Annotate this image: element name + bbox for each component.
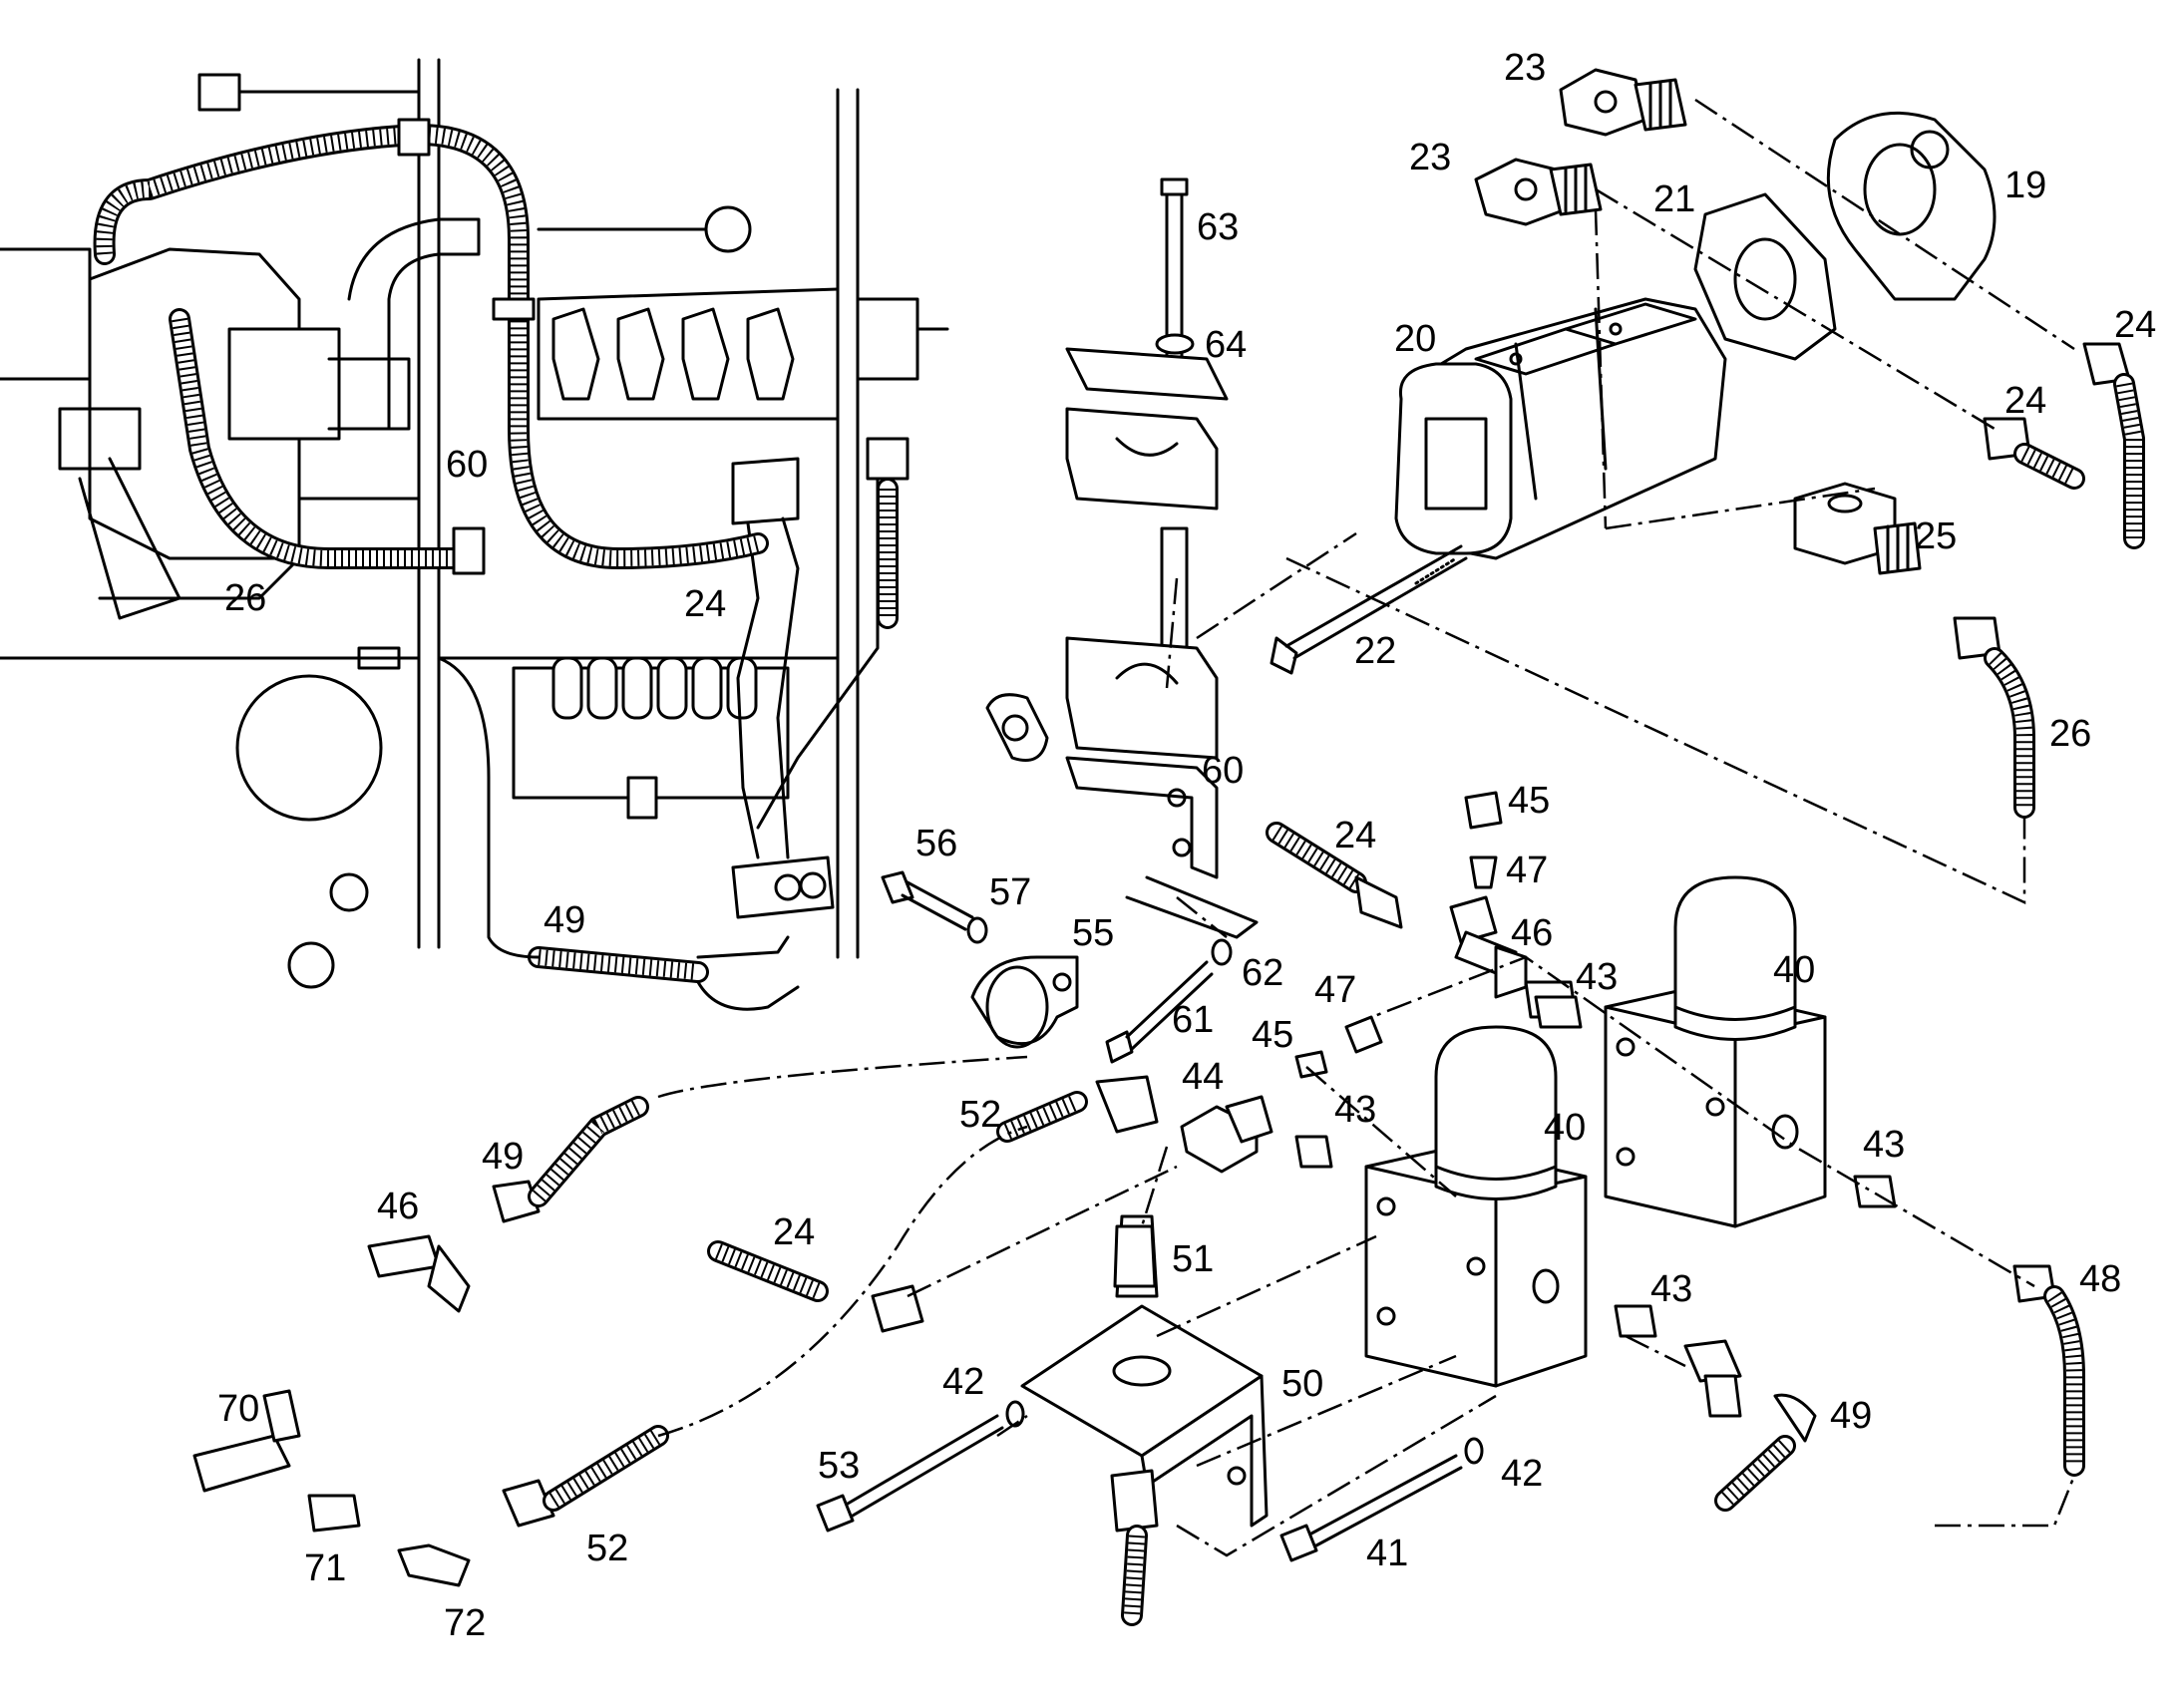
- callout-49-engine: 49: [544, 899, 585, 941]
- callout-57: 57: [989, 871, 1031, 913]
- callout-26-left: 26: [224, 577, 266, 619]
- injectors: [551, 307, 795, 401]
- callout-25: 25: [1915, 515, 1957, 557]
- callout-60-left: 60: [446, 444, 488, 486]
- callout-49-lower-right: 49: [1830, 1395, 1872, 1437]
- hose-52-lower: [502, 1425, 669, 1528]
- callout-24-top-right: 24: [2114, 304, 2156, 346]
- callout-61: 61: [1172, 999, 1214, 1041]
- callout-60-right: 60: [1202, 750, 1244, 792]
- hose-48: [2012, 1264, 2085, 1477]
- bolt-56: [881, 870, 988, 944]
- assembly-lines: [657, 98, 2076, 1557]
- clamp-stack: [985, 177, 1259, 939]
- callout-labels: 23 23 19 21 20 24 24 25 26 22 63 64 60 6…: [217, 47, 2156, 1644]
- hose-24-mid: [1266, 822, 1403, 929]
- callout-50: 50: [1281, 1363, 1323, 1405]
- callout-70: 70: [217, 1388, 259, 1430]
- callout-24-mid: 24: [1334, 815, 1376, 856]
- bolt-22: [1270, 544, 1468, 675]
- callout-45-top: 45: [1508, 780, 1550, 822]
- bolt-53: [816, 1400, 1025, 1533]
- callout-24-engine: 24: [684, 583, 726, 625]
- hose-24-right: [1983, 342, 2145, 549]
- callout-49-left: 49: [482, 1136, 524, 1178]
- callout-43-mid: 43: [1334, 1089, 1376, 1131]
- callout-46-left: 46: [377, 1186, 419, 1227]
- callout-43-right: 43: [1863, 1124, 1905, 1166]
- callout-47-lower: 47: [1314, 969, 1356, 1011]
- callout-71: 71: [304, 1547, 346, 1589]
- pressure-valve-40-front: [1364, 1025, 1588, 1388]
- callout-51: 51: [1172, 1238, 1214, 1280]
- cover-19: [1826, 111, 1997, 301]
- engine-hose-loop: [93, 118, 899, 1011]
- elbow-46-lower-left: [367, 1234, 471, 1313]
- callout-64: 64: [1205, 324, 1247, 366]
- nipple-51: [1113, 1224, 1157, 1288]
- callout-46-top: 46: [1511, 912, 1553, 954]
- callout-53: 53: [818, 1445, 860, 1487]
- bolt-61: [1105, 938, 1233, 1064]
- callout-43-top: 43: [1576, 956, 1618, 998]
- callout-44: 44: [1182, 1056, 1224, 1098]
- callout-63: 63: [1197, 206, 1239, 248]
- callout-62: 62: [1242, 952, 1283, 994]
- callout-42-right: 42: [1501, 1453, 1543, 1495]
- callout-52-upper: 52: [959, 1094, 1001, 1136]
- clamp-55: [970, 955, 1079, 1049]
- callout-23-bottom: 23: [1409, 137, 1451, 178]
- tee-block-25: [1793, 482, 1922, 575]
- filter-bank: [551, 656, 758, 720]
- callout-22: 22: [1354, 630, 1396, 672]
- elbow-flange-23-top: [1559, 68, 1687, 137]
- bolt-41: [1279, 1437, 1484, 1562]
- callout-26-right: 26: [2049, 713, 2091, 755]
- callout-52-lower: 52: [586, 1528, 628, 1569]
- callout-23-top: 23: [1504, 47, 1546, 89]
- callout-56: 56: [915, 823, 957, 864]
- fittings-lower: [1180, 1015, 1383, 1174]
- hose-24-lower: [707, 1240, 924, 1333]
- callout-21: 21: [1653, 178, 1695, 220]
- gasket-21: [1693, 192, 1837, 361]
- callout-43-lower: 43: [1650, 1268, 1692, 1310]
- callout-48: 48: [2079, 1258, 2121, 1300]
- hose-26-right: [1953, 616, 2035, 819]
- callout-40-rear: 40: [1773, 949, 1815, 991]
- elbow-flange-23-bottom: [1474, 158, 1603, 226]
- callout-19: 19: [2004, 165, 2046, 206]
- callout-72: 72: [444, 1602, 486, 1644]
- callout-42-left: 42: [942, 1361, 984, 1403]
- callout-24-lower: 24: [773, 1211, 815, 1253]
- callout-24-right: 24: [2004, 380, 2046, 422]
- pump-20: [1394, 297, 1727, 560]
- pressure-valve-40-rear: [1604, 875, 1827, 1228]
- hose-below-bracket: [1110, 1469, 1159, 1626]
- callout-20: 20: [1394, 318, 1436, 360]
- tee-49-lower: [1683, 1339, 1817, 1512]
- fittings-mid: [1449, 791, 1578, 1019]
- callout-41: 41: [1366, 1533, 1408, 1574]
- callout-47-top: 47: [1506, 850, 1548, 891]
- callout-40-front: 40: [1544, 1107, 1586, 1149]
- callout-45-lower: 45: [1252, 1014, 1293, 1056]
- hose-49-lower-left: [492, 1096, 649, 1223]
- engine-port-large: [235, 674, 383, 822]
- hose-52-upper: [996, 1075, 1159, 1143]
- callout-55: 55: [1072, 912, 1114, 954]
- adapters-70-71-72: [192, 1389, 471, 1587]
